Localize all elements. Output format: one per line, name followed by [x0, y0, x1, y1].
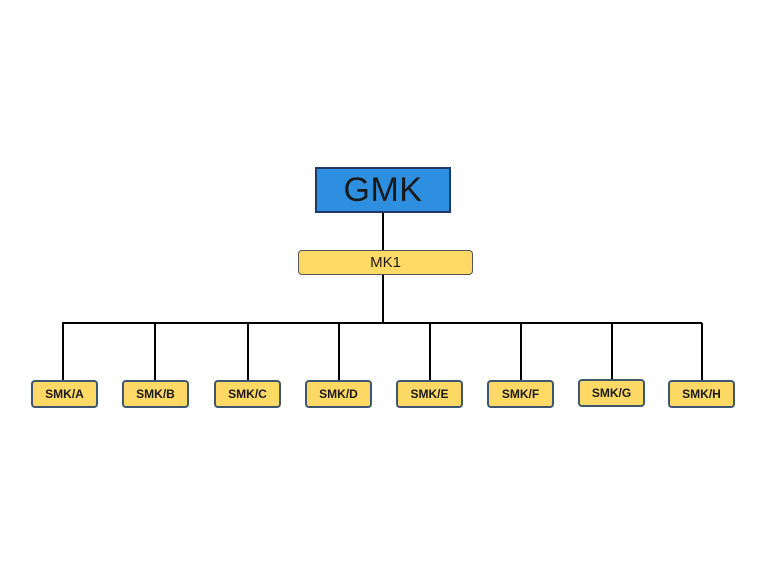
root-node-gmk: GMK — [315, 167, 451, 213]
child-node-smk-d: SMK/D — [305, 380, 372, 408]
child-node-smk-h: SMK/H — [668, 380, 735, 408]
child-node-smk-c: SMK/C — [214, 380, 281, 408]
child-node-smk-e: SMK/E — [396, 380, 463, 408]
level1-node-mk1: MK1 — [298, 250, 473, 275]
child-node-smk-g: SMK/G — [578, 379, 645, 407]
child-node-smk-b: SMK/B — [122, 380, 189, 408]
child-node-smk-a: SMK/A — [31, 380, 98, 408]
child-node-smk-f: SMK/F — [487, 380, 554, 408]
